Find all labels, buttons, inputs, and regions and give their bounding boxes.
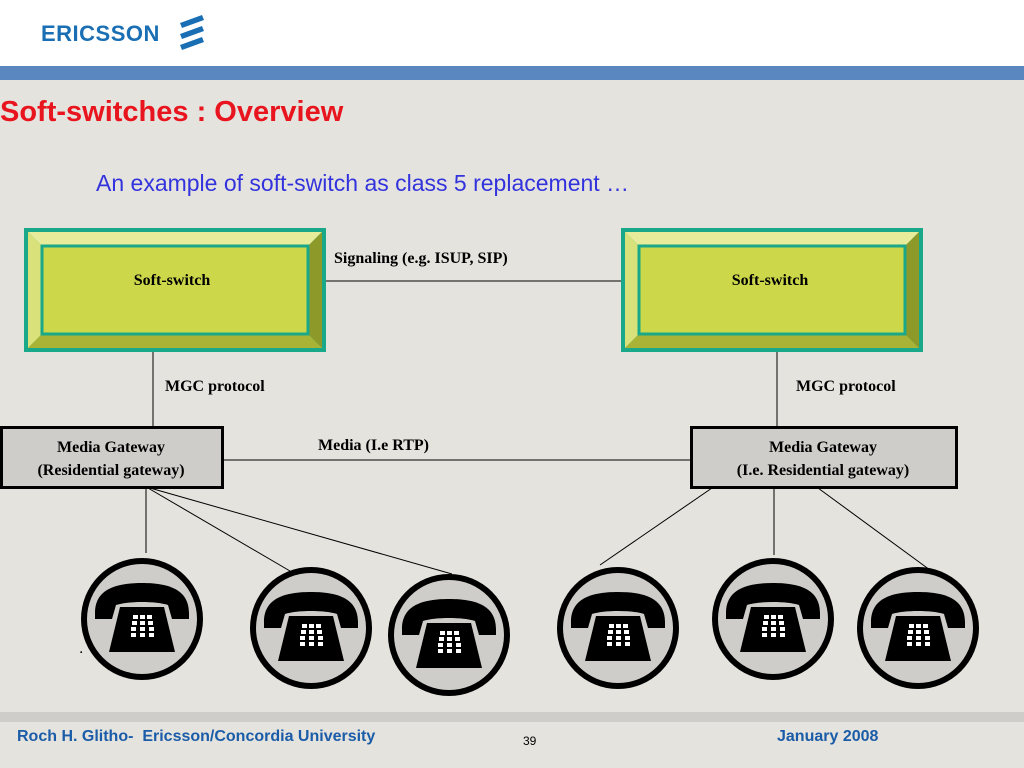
gateway-left-line2: (Residential gateway) (37, 462, 184, 479)
media-gateway-right: Media Gateway (I.e. Residential gateway) (690, 426, 958, 489)
telephone-icon (388, 574, 510, 696)
stray-period-mark: . (79, 640, 84, 657)
softswitch-box-right: Soft-switch (621, 228, 923, 352)
footer-author: Roch H. Glitho- Ericsson/Concordia Unive… (17, 728, 376, 745)
phone-link-right-3 (817, 487, 931, 571)
phone-link-left-3 (149, 487, 453, 575)
gateway-right-line2: (I.e. Residential gateway) (737, 462, 909, 479)
telephone-icon (250, 567, 372, 689)
softswitch-left-label: Soft-switch (134, 272, 211, 289)
gateway-left-line1: Media Gateway (57, 439, 165, 456)
media-gateway-left: Media Gateway (Residential gateway) (0, 426, 224, 489)
signaling-label: Signaling (e.g. ISUP, SIP) (334, 250, 508, 267)
phone-link-right-1 (599, 487, 713, 566)
slide-title: Soft-switches : Overview (0, 96, 344, 128)
mgc-label-right: MGC protocol (796, 378, 896, 395)
softswitch-right-label: Soft-switch (732, 272, 809, 289)
telephone-icon (857, 567, 979, 689)
slide-footer (0, 722, 1024, 768)
gateway-right-line1: Media Gateway (769, 439, 877, 456)
header-divider-bar (0, 66, 1024, 80)
connection-lines (145, 280, 931, 575)
telephone-icon (557, 567, 679, 689)
softswitch-box-left: Soft-switch (24, 228, 326, 352)
footer-divider-bar (0, 712, 1024, 722)
ericsson-logo-icon (180, 15, 204, 50)
slide-subtitle: An example of soft-switch as class 5 rep… (96, 170, 630, 196)
telephone-icon (81, 558, 203, 680)
footer-date: January 2008 (777, 728, 879, 745)
telephone-icon (712, 558, 834, 680)
page-number: 39 (523, 734, 537, 748)
mgc-label-left: MGC protocol (165, 378, 265, 395)
slide-header: ERICSSON (0, 0, 1024, 66)
media-label: Media (I.e RTP) (318, 437, 429, 454)
phone-link-left-2 (147, 487, 291, 572)
ericsson-logo-text: ERICSSON (41, 21, 160, 46)
